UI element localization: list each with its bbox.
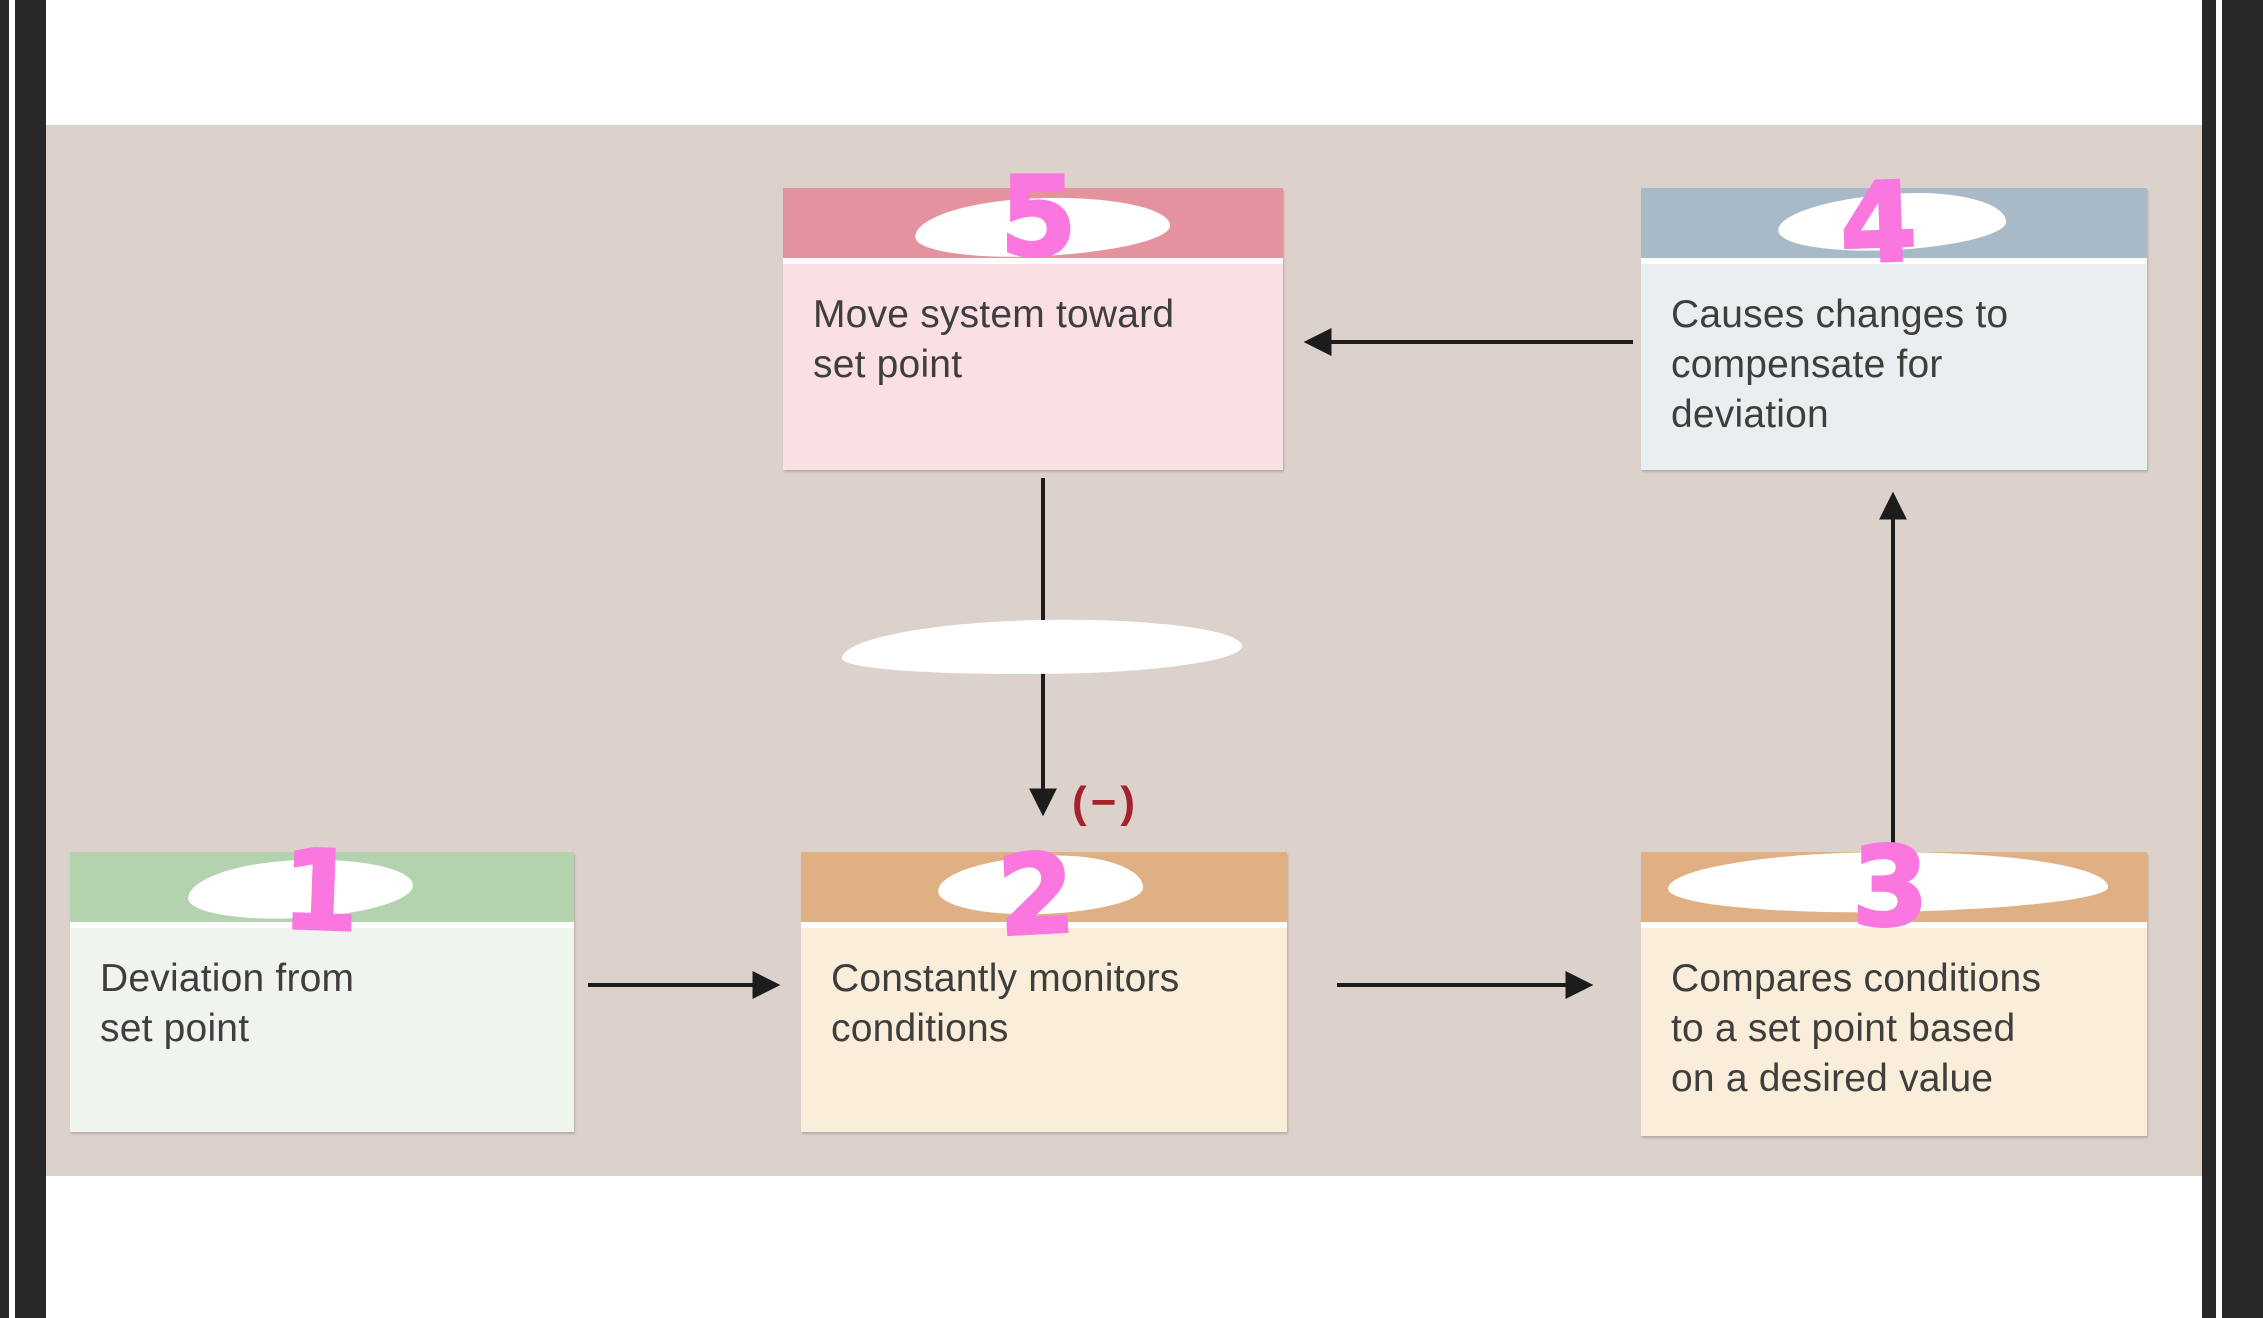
box-text-line: on a desired value [1671,1057,1994,1100]
right-window-edge [2202,0,2263,1318]
box-header-divider [1641,922,2147,928]
box-body: Compares conditions to a set point based… [1641,928,2147,1136]
box-body: Move system toward set point [783,264,1283,470]
left-window-edge [0,0,46,1318]
box-text-line: to a set point based [1671,1007,2016,1050]
box-body: Deviation from set point [70,928,574,1132]
box-text-line: conditions [831,1007,1009,1050]
handwritten-number-3: 3 [1851,823,1931,951]
box-text-line: Compares conditions [1671,957,2042,1000]
box-compares-conditions-to-set-point: Compares conditions to a set point based… [1641,852,2147,1136]
box-header-divider [70,922,574,928]
box-body: Causes changes to compensate for deviati… [1641,264,2147,470]
negative-feedback-label: (−) [1072,778,1139,827]
handwritten-number-4: 4 [1836,156,1920,290]
box-text-line: Causes changes to [1671,293,2009,336]
box-header-divider [1641,258,2147,264]
box-header-divider [801,922,1287,928]
handwritten-number-5: 5 [999,153,1079,281]
right-edge-stripe [2216,0,2222,1318]
handwritten-number-1: 1 [278,824,362,958]
box-text-line: set point [813,343,963,386]
box-text-line: compensate for [1671,343,1943,386]
box-text-line: set point [100,1007,250,1050]
left-edge-stripe [9,0,15,1318]
box-header-divider [783,258,1283,264]
box-text-line: deviation [1671,393,1829,436]
box-text-line: Deviation from [100,957,355,1000]
box-text-line: Move system toward [813,293,1175,336]
handwritten-number-2: 2 [993,828,1079,963]
box-body: Constantly monitors conditions [801,928,1287,1132]
box-text-line: Constantly monitors [831,957,1180,1000]
